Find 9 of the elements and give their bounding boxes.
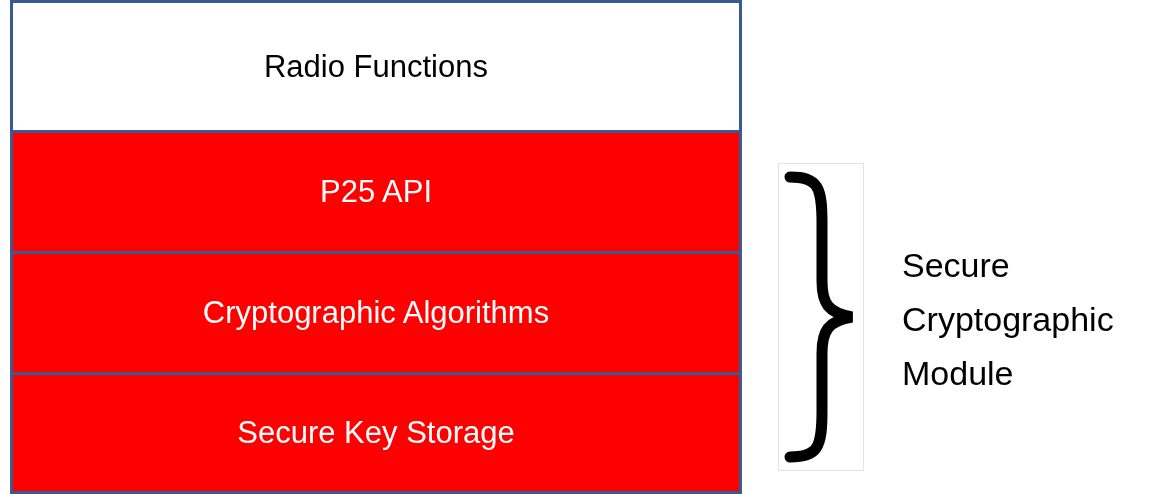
layer-label: Secure Key Storage bbox=[237, 415, 515, 451]
layer-label: Radio Functions bbox=[264, 48, 488, 85]
layer-label: Cryptographic Algorithms bbox=[202, 295, 550, 331]
layer-box bbox=[10, 0, 742, 133]
layer-box bbox=[10, 251, 742, 375]
layer-box bbox=[10, 372, 742, 494]
layer-label: P25 API bbox=[320, 174, 432, 210]
bracket-label: Secure Cryptographic Module bbox=[902, 245, 1115, 394]
layer-box bbox=[10, 130, 742, 254]
